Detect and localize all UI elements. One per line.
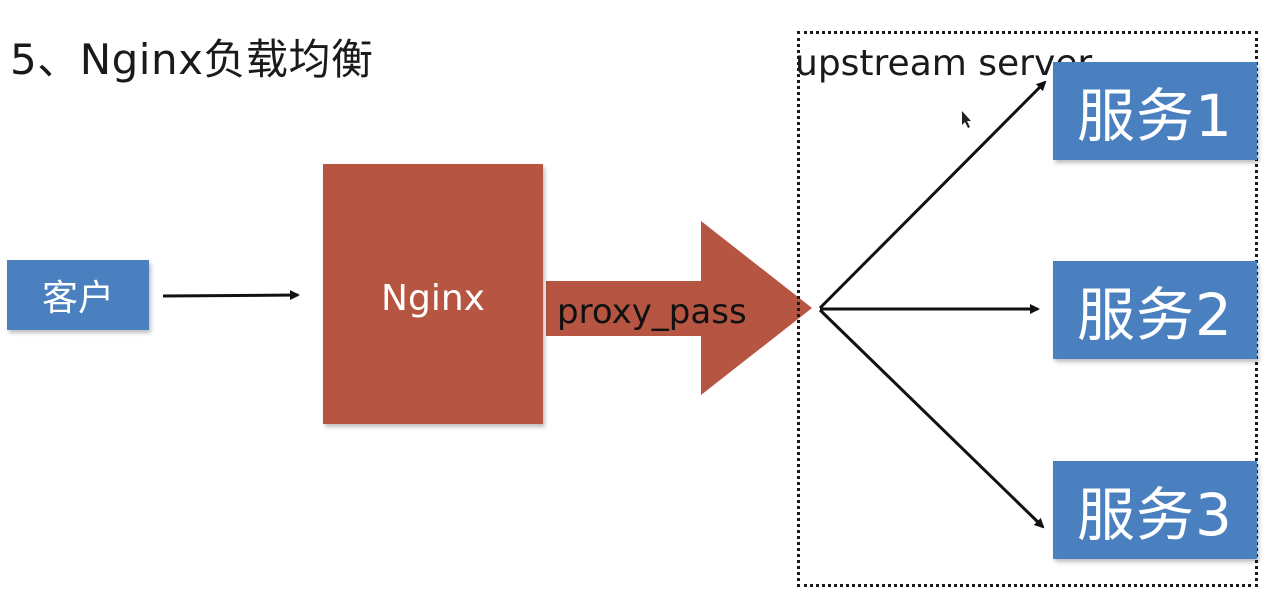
proxy-pass-arrow	[546, 221, 812, 395]
upstream-to-service-3-arrow	[818, 308, 1045, 529]
service-label-2: 服务2	[1077, 281, 1233, 349]
page-title: 5、Nginx负载均衡	[10, 35, 374, 84]
upstream-to-service-1-arrow	[818, 80, 1047, 310]
upstream-server-label: upstream server	[795, 43, 1093, 84]
nginx-box: Nginx	[323, 164, 543, 424]
service-box-1: 服务1	[1053, 62, 1257, 160]
proxy-pass-label: proxy_pass	[557, 292, 747, 332]
mouse-cursor-icon	[962, 111, 971, 128]
client-box: 客户	[7, 260, 149, 330]
service-box-3: 服务3	[1053, 461, 1257, 559]
client-label: 客户	[41, 278, 114, 319]
service-box-2: 服务2	[1053, 261, 1257, 359]
service-label-3: 服务3	[1077, 481, 1233, 549]
nginx-label: Nginx	[381, 278, 485, 319]
client-to-nginx-arrow	[162, 290, 300, 301]
service-label-1: 服务1	[1077, 82, 1233, 150]
